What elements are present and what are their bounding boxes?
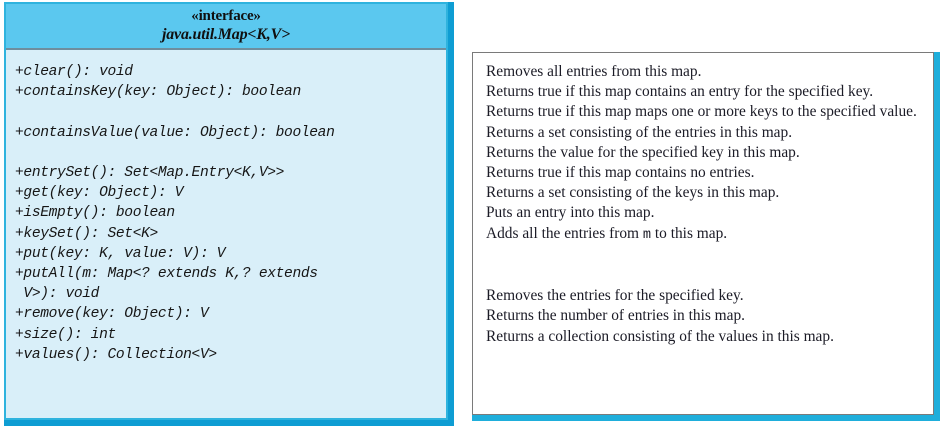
uml-interface-box: «interface» java.util.Map<K,V> +clear():… [4,2,448,420]
uml-method-signature: +containsKey(key: Object): boolean [15,84,301,101]
method-description-box: Removes all entries from this map. Return… [472,52,934,415]
description-line: Returns true if this map maps one or mor… [486,103,917,121]
description-line: Returns a set consisting of the entries … [486,123,793,141]
description-spacer [486,266,925,286]
description-line: Returns a set consisting of the keys in … [486,184,780,202]
uml-header-compartment: «interface» java.util.Map<K,V> [6,4,446,50]
uml-method-signature: +putAll(m: Map<? extends K,? extends [15,266,318,282]
uml-method-signature: +size(): int [15,326,116,343]
uml-method-signature: +keySet(): Set<K> [15,225,158,242]
uml-method-compartment: +clear(): void +containsKey(key: Object):… [6,50,446,365]
uml-method-signature: +remove(key: Object): V [15,306,209,323]
uml-method-signature: +isEmpty(): boolean [15,205,175,222]
description-line: Removes the entries for the specified ke… [486,287,744,305]
method-description-list: Removes all entries from this map. Return… [473,53,933,347]
description-line: Returns the value for the specified key … [486,143,800,161]
description-line: Returns the number of entries in this ma… [486,307,746,325]
description-line: Removes all entries from this map. [486,63,702,80]
uml-type-name-label: java.util.Map<K,V> [162,26,290,43]
uml-method-spacer [15,102,446,122]
uml-method-signature: +get(key: Object): V [15,185,184,202]
uml-method-signature: +containsValue(value: Object): boolean [15,124,335,141]
uml-method-spacer [15,143,446,163]
description-text-before: Adds all the entries from [486,224,643,242]
description-line: Returns a collection consisting of the v… [486,327,834,345]
uml-method-signature: +entrySet(): Set<Map.Entry<K,V>> [15,164,285,181]
description-line: Adds all the entries from m to this map. [486,224,925,246]
uml-method-signature: V>): void [15,286,100,303]
description-line: Returns true if this map contains no ent… [486,164,755,182]
description-spacer [486,246,925,266]
uml-method-signature: +clear(): void [15,64,133,80]
description-code-token: m [642,227,652,243]
description-line: Returns true if this map contains an ent… [486,83,874,101]
uml-stereotype-label: «interface» [191,8,261,24]
uml-method-signature: +values(): Collection<V> [15,346,217,363]
description-text-after: to this map. [651,224,728,242]
uml-method-signature: +put(key: K, value: V): V [15,245,226,262]
description-line: Puts an entry into this map. [486,204,655,222]
